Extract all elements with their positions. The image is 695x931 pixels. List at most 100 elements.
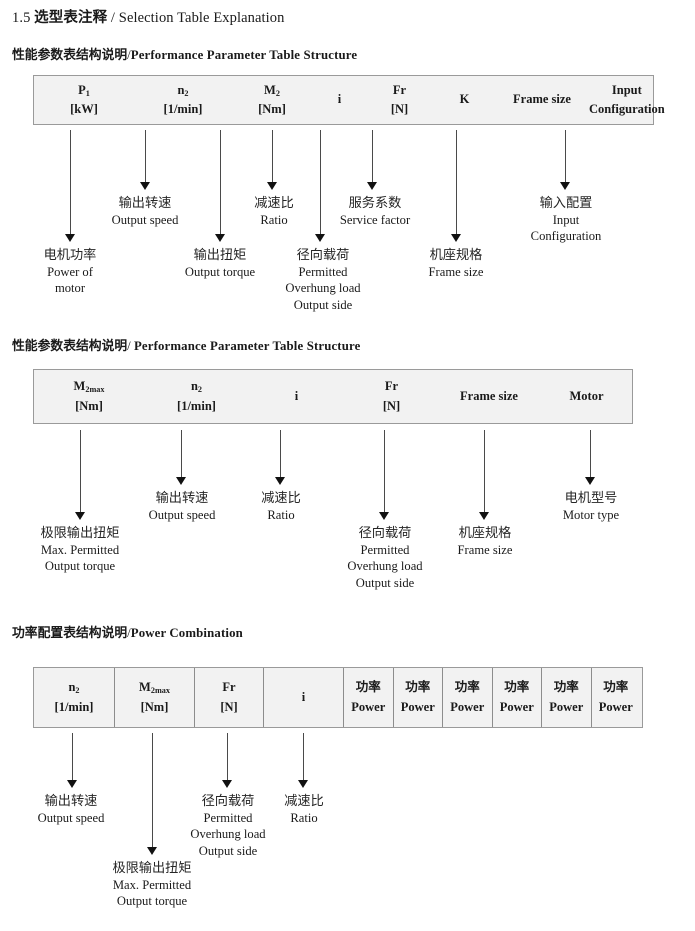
note-overhung-load-3: 径向载荷 Permitted Overhung load Output side [190, 792, 265, 860]
note-max-output-torque-3: 极限输出扭矩 Max. Permitted Output torque [112, 859, 191, 910]
table-header-symbol: Frame size [513, 92, 571, 107]
note-label-en: Overhung load [347, 559, 423, 574]
note-ratio: 减速比 Ratio [254, 194, 294, 228]
note-label-en: Permitted [360, 542, 410, 557]
table-header-unit: Power [598, 699, 633, 714]
arrow-output-speed-3 [67, 733, 78, 788]
note-label-cn: 径向载荷 [201, 793, 255, 808]
table-header-unit: Configuration [589, 102, 665, 116]
arrow-output-speed [140, 130, 151, 190]
table-header-subscript: 2 [184, 88, 189, 98]
arrow-service-factor [367, 130, 378, 190]
arrow-power-of-motor [65, 130, 76, 242]
note-label-en: Motor type [562, 507, 620, 522]
table-header-unit: Power [549, 699, 584, 714]
table-header-cell: Fr[N] [367, 76, 432, 124]
section-heading-performance-1: 性能参数表结构说明/Performance Parameter Table St… [12, 44, 357, 63]
table-header-symbol: n2 [68, 680, 80, 696]
table-header-cell: n2[1/min] [34, 668, 114, 727]
note-label-en: Output torque [116, 894, 188, 909]
table-header-subscript: 2 [275, 88, 280, 98]
title-separator: / [110, 10, 116, 26]
arrow-frame-size-2 [479, 430, 490, 520]
table-header-cell: n2[1/min] [144, 370, 249, 423]
note-label-en: Output side [198, 844, 258, 859]
note-service-factor: 服务系数 Service factor [340, 194, 410, 228]
note-ratio-2: 减速比 Ratio [261, 489, 301, 523]
section-heading-cn: 性能参数表结构说明 [12, 48, 128, 62]
table-header-symbol: i [294, 388, 299, 403]
note-label-cn: 减速比 [284, 793, 324, 808]
note-label-en: Ratio [260, 212, 288, 227]
note-label-cn: 机座规格 [429, 247, 483, 262]
note-output-speed-3: 输出转速 Output speed [38, 792, 105, 826]
note-label-cn: 输出转速 [44, 793, 98, 808]
table-header-cell: P1[kW] [34, 76, 134, 124]
arrow-output-torque [215, 130, 226, 242]
section-heading-cn: 性能参数表结构说明 [12, 339, 128, 353]
note-output-speed-2: 输出转速 Output speed [149, 489, 216, 523]
table-header-cell: M2[Nm] [232, 76, 312, 124]
note-overhung-load-2: 径向载荷 Permitted Overhung load Output side [347, 524, 422, 592]
note-ratio-3: 减速比 Ratio [284, 792, 324, 826]
note-max-output-torque: 极限输出扭矩 Max. Permitted Output torque [40, 524, 119, 575]
table-header-symbol: M2max [73, 379, 105, 395]
note-frame-size: 机座规格 Frame size [429, 246, 484, 280]
table-header-cell: Fr [N] [344, 370, 439, 423]
table-header-unit: [1/min] [177, 398, 216, 413]
section-heading-en: Performance Parameter Table Structure [133, 339, 361, 353]
table-header-symbol: 功率 [355, 680, 381, 695]
arrow-frame-size [451, 130, 462, 242]
note-label-en: Permitted [298, 264, 348, 279]
section-heading-separator: / [127, 48, 131, 62]
section-heading-separator: / [127, 626, 131, 640]
arrow-max-output-torque [75, 430, 86, 520]
note-label-en: Output side [293, 298, 353, 313]
table-header-unit: Power [351, 699, 386, 714]
arrow-input-configuration [560, 130, 571, 190]
table-header-cell: i [249, 370, 344, 423]
note-label-cn: 极限输出扭矩 [40, 525, 120, 540]
note-power-of-motor: 电机功率 Power of motor [44, 246, 97, 297]
note-label-en: Output torque [184, 264, 256, 279]
table-header-subscript: 2max [150, 686, 170, 696]
table-header-symbol: 功率 [454, 680, 480, 695]
section-heading-power-combination: 功率配置表结构说明/Power Combination [12, 622, 243, 641]
arrow-max-output-torque-3 [147, 733, 158, 855]
arrow-overhung-load [315, 130, 326, 242]
section-number: 1.5 [12, 10, 31, 26]
note-label-cn: 径向载荷 [358, 525, 412, 540]
table-header-cell: i [263, 668, 343, 727]
table-header-cell: 功率 Power [343, 668, 393, 727]
note-label-en: Output speed [37, 810, 105, 825]
note-label-en: Max. Permitted [40, 542, 120, 557]
note-label-en: Configuration [530, 229, 602, 244]
arrow-output-speed-2 [176, 430, 187, 485]
page-title: 1.5 选型表注释 / Selection Table Explanation [12, 6, 285, 27]
note-label-en: Output speed [148, 507, 216, 522]
table-header-symbol: 功率 [504, 680, 530, 695]
note-label-en: Power of [47, 264, 93, 279]
note-label-en: Ratio [267, 507, 295, 522]
note-input-configuration: 输入配置 Input Configuration [531, 194, 602, 245]
table-header-unit: [N] [382, 398, 401, 413]
arrow-overhung-load-3 [222, 733, 233, 788]
note-label-en: Ratio [290, 810, 318, 825]
table-header-subscript: 2 [75, 686, 80, 696]
table-header-symbol: i [337, 92, 342, 107]
table-header-symbol: Fr [384, 379, 399, 394]
note-label-cn: 减速比 [254, 195, 294, 210]
arrow-ratio-2 [275, 430, 286, 485]
note-label-cn: 输出转速 [155, 490, 209, 505]
note-label-cn: 服务系数 [348, 195, 402, 210]
note-label-en: Output side [355, 576, 415, 591]
table-header-symbol: M2max [139, 680, 170, 696]
table-header-unit: Power [400, 699, 435, 714]
table-header-cell: Motor [539, 370, 634, 423]
table-header-subscript: 2 [197, 385, 203, 395]
